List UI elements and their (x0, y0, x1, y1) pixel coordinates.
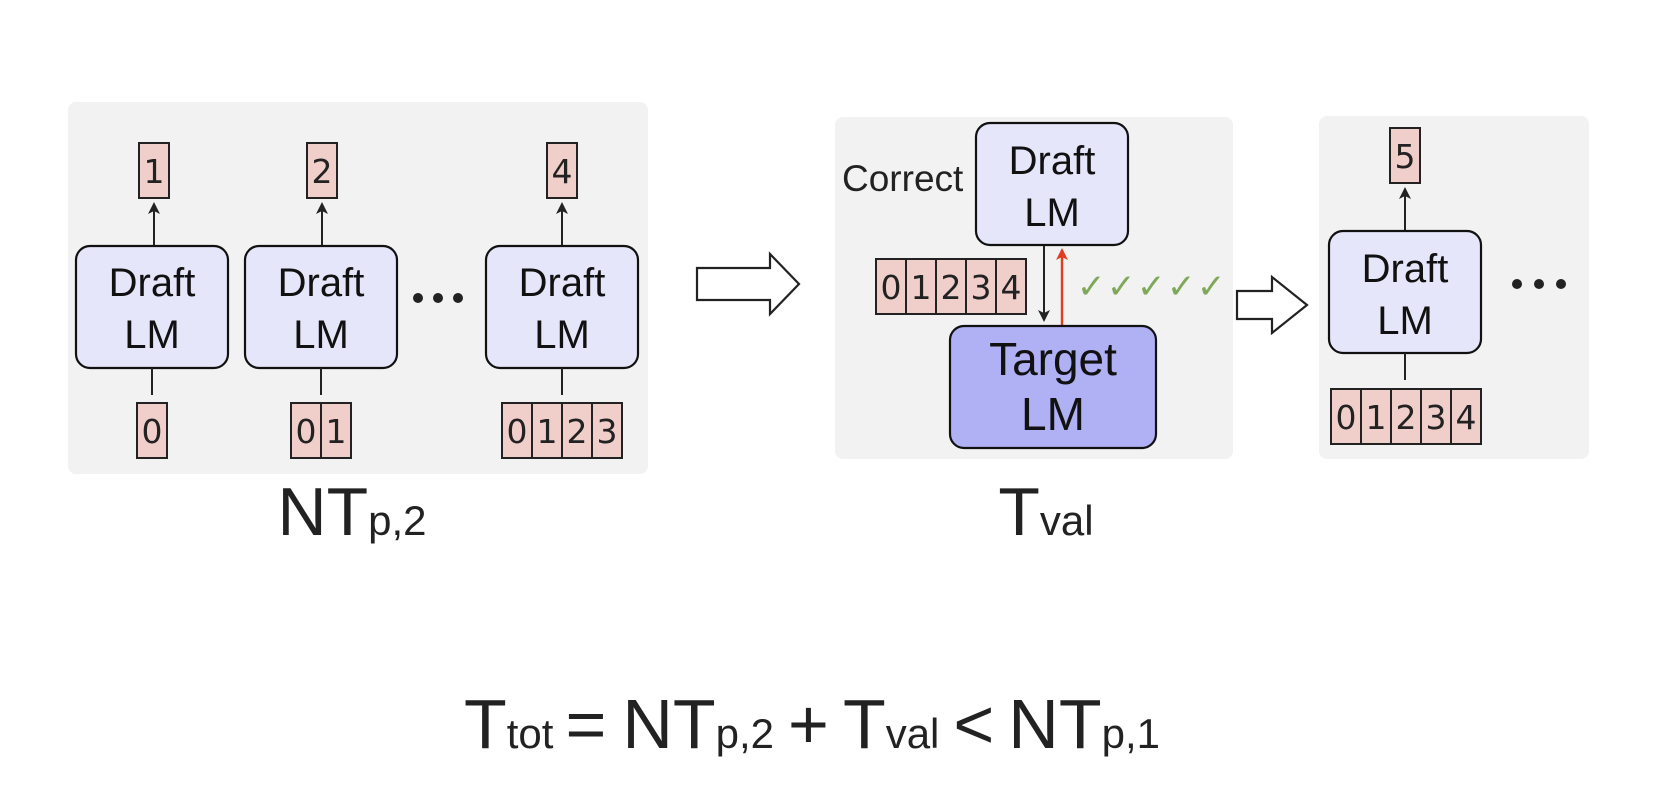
flow-arrow-1 (695, 251, 801, 317)
panel2-time-label-main: T (998, 474, 1040, 550)
check-icon: ✓ (1197, 267, 1226, 307)
input-token (1420, 388, 1452, 445)
draft-lm-next-label-b: LM (1377, 299, 1433, 343)
draft-lm-box-verify (974, 121, 1130, 247)
draft-block-3: 4 Draft LM 0 1 2 3 (484, 142, 640, 459)
panel2-time-label: Tval (998, 474, 1093, 550)
output-token-2-text: 2 (312, 152, 333, 191)
output-token-1 (138, 142, 170, 199)
eq-t-tot-main: T (464, 685, 507, 763)
target-lm-box (948, 324, 1158, 450)
draft-lm-verify-label-a: Draft (1009, 139, 1096, 183)
input-token-text: 1 (537, 412, 558, 451)
panel2-time-label-sub: val (1040, 497, 1094, 544)
input-token-text: 3 (597, 412, 618, 451)
input-token-text: 2 (1396, 398, 1417, 437)
draft-token-text: 2 (941, 268, 962, 307)
draft-token-text: 3 (971, 268, 992, 307)
draft-token (995, 258, 1027, 315)
input-token (501, 402, 533, 459)
input-token (591, 402, 623, 459)
eq-nt-p2-main: NT (622, 685, 715, 763)
eq-t-val-sub: val (886, 710, 940, 757)
draft-lm-label-2b: LM (293, 313, 349, 357)
total-time-equation: Ttot=NTp,2+Tval<NTp,1 (464, 685, 1160, 763)
eq-equals: = (565, 685, 606, 763)
input-token-text: 0 (296, 412, 317, 451)
input-token-text: 3 (1426, 398, 1447, 437)
draft-token-text: 4 (1001, 268, 1022, 307)
eq-nt-p1-main: NT (1008, 685, 1101, 763)
draft-block-2: 2 Draft LM 0 1 (243, 142, 399, 459)
output-token-1-text: 1 (144, 152, 165, 191)
eq-less-than: < (953, 685, 994, 763)
input-token-text: 1 (326, 412, 347, 451)
output-token-5-text: 5 (1395, 137, 1416, 176)
draft-lm-label-1a: Draft (109, 261, 196, 305)
draft-lm-next-label-a: Draft (1362, 247, 1449, 291)
check-icon: ✓ (1167, 267, 1196, 307)
ellipsis-dots-1 (413, 293, 463, 303)
draft-token-text: 0 (881, 268, 902, 307)
output-token-5 (1389, 127, 1421, 184)
panel1-time-label-sub: p,2 (368, 497, 426, 544)
input-token-text: 4 (1456, 398, 1477, 437)
panel1-time-label: NTp,2 (277, 474, 426, 550)
input-token-text: 0 (507, 412, 528, 451)
output-token-2 (306, 142, 338, 199)
input-token-text: 2 (567, 412, 588, 451)
target-lm-label-b: LM (1021, 388, 1085, 440)
eq-nt-p1-sub: p,1 (1102, 710, 1160, 757)
eq-nt-p2-sub: p,2 (716, 710, 774, 757)
input-token (1390, 388, 1422, 445)
flow-arrow-2 (1235, 274, 1309, 336)
draft-lm-verify-label-b: LM (1024, 191, 1080, 235)
acceptance-checkmarks: ✓ ✓ ✓ ✓ ✓ (1077, 267, 1226, 307)
check-icon: ✓ (1077, 267, 1106, 307)
eq-t-tot-sub: tot (507, 710, 554, 757)
input-token (320, 402, 352, 459)
output-token-4 (546, 142, 578, 199)
panel-verification: Correct Draft LM 0 1 2 3 4 ✓ ✓ ✓ ✓ ✓ (835, 117, 1233, 550)
ellipsis-dots-2 (1512, 279, 1566, 289)
panel-next-round: 5 Draft LM 0 1 2 3 4 (1319, 116, 1589, 459)
correct-label: Correct (842, 158, 964, 199)
eq-plus: + (788, 685, 829, 763)
input-token (531, 402, 563, 459)
input-token (561, 402, 593, 459)
input-token (136, 402, 168, 459)
draft-token-text: 1 (911, 268, 932, 307)
eq-t-val-main: T (843, 685, 886, 763)
input-token-text: 0 (142, 412, 163, 451)
draft-lm-label-2a: Draft (278, 261, 365, 305)
draft-token-sequence: 0 1 2 3 4 (875, 258, 1027, 315)
draft-token (935, 258, 967, 315)
input-token-text: 0 (1336, 398, 1357, 437)
panel-draft-generation: 1 Draft LM 0 2 Draft LM 0 1 (68, 102, 648, 550)
check-icon: ✓ (1107, 267, 1136, 307)
input-token (1450, 388, 1482, 445)
target-lm-label-a: Target (989, 333, 1117, 385)
draft-lm-label-3a: Draft (519, 261, 606, 305)
input-token-text: 1 (1366, 398, 1387, 437)
check-icon: ✓ (1137, 267, 1166, 307)
draft-token (905, 258, 937, 315)
draft-lm-label-3b: LM (534, 313, 590, 357)
draft-block-1: 1 Draft LM 0 (74, 142, 230, 459)
panel1-time-label-main: NT (277, 474, 368, 550)
output-token-4-text: 4 (552, 152, 573, 191)
draft-lm-label-1b: LM (124, 313, 180, 357)
next-input-sequence: 0 1 2 3 4 (1330, 388, 1482, 445)
